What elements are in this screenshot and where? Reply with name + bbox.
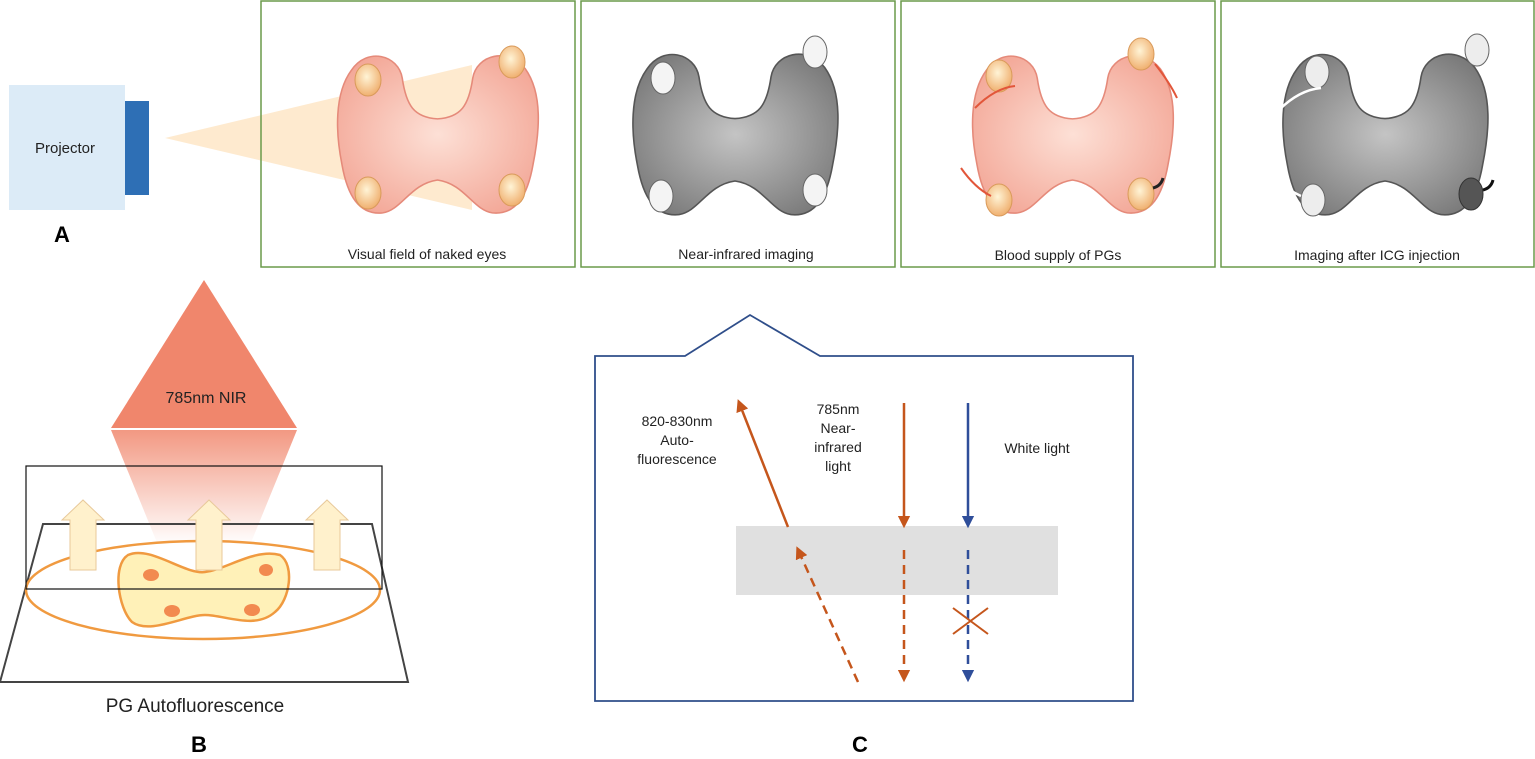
parathyroid-gland: [985, 59, 1013, 93]
white-light-label: White light: [1004, 440, 1069, 456]
panel-frame: [900, 0, 1216, 268]
projector-lens: [125, 101, 149, 195]
nir-light-fade: [111, 430, 297, 545]
blood-vessel: [1278, 86, 1322, 111]
parathyroid-gland: [354, 176, 382, 210]
panel-label-a: A: [54, 222, 70, 247]
panel-label-c: C: [852, 732, 868, 757]
parathyroid-gland: [498, 173, 526, 207]
nir-label: infrared: [814, 439, 861, 455]
blocked-cross: [952, 607, 989, 635]
blood-vessel: [1154, 63, 1178, 99]
nir-label: light: [825, 458, 851, 474]
parathyroid-gland: [1300, 183, 1326, 217]
panel-label-b: B: [191, 732, 207, 757]
panel-c: 820-830nm Auto- fluorescence 785nm Near-…: [594, 313, 1134, 757]
autofluorescence-label: 820-830nm: [642, 413, 713, 429]
pg-spot: [164, 605, 180, 617]
autofluorescence-internal-arrow: [795, 546, 860, 683]
autofluorescence-label: Auto-: [660, 432, 694, 448]
panel-b-caption: PG Autofluorescence: [106, 696, 285, 717]
pg-spot: [244, 604, 260, 616]
tissue-plane: [0, 523, 410, 683]
nir-triangle: [111, 280, 297, 428]
nir-label: 785nm: [817, 401, 860, 417]
autofluorescence-emission-arrow: [736, 399, 790, 528]
parathyroid-gland: [802, 173, 828, 207]
panel-frame: [260, 0, 576, 268]
panel-caption: Blood supply of PGs: [995, 247, 1122, 263]
panel-frame: [580, 0, 896, 268]
autofluorescence-label: fluorescence: [637, 451, 717, 467]
panel-near-infrared: Near-infrared imaging: [580, 0, 896, 268]
panel-blood-supply: Blood supply of PGs: [900, 0, 1216, 268]
tissue-layer: [736, 526, 1058, 595]
parathyroid-gland: [1304, 55, 1330, 89]
parathyroid-gland: [498, 45, 526, 79]
pg-spot: [143, 569, 159, 581]
parathyroid-gland: [1464, 33, 1490, 67]
callout-source-box: [25, 465, 383, 590]
blood-vessel: [974, 85, 1016, 109]
blood-vessel: [960, 167, 992, 197]
autofluorescence-arrow: [304, 499, 350, 571]
parathyroid-gland: [1127, 37, 1155, 71]
parathyroid-gland: [802, 35, 828, 69]
parathyroid-gland: [1127, 177, 1155, 211]
projector-body: [9, 85, 125, 210]
parathyroid-gland: [648, 179, 674, 213]
autofluorescence-arrow: [60, 499, 106, 571]
parathyroid-gland: [1458, 177, 1484, 211]
nir-triangle-label: 785nm NIR: [166, 390, 247, 407]
panel-naked-eyes: Visual field of naked eyes: [260, 0, 576, 268]
panel-b: 785nm NIR PG Autofluorescence B: [0, 280, 410, 757]
blood-vessel: [1482, 179, 1495, 192]
blood-vessel: [1486, 63, 1507, 93]
blood-vessel: [1268, 169, 1302, 198]
parathyroid-gland: [354, 63, 382, 97]
panel-caption: Visual field of naked eyes: [348, 246, 507, 262]
projector: Projector: [9, 85, 149, 210]
projector-label: Projector: [35, 140, 95, 157]
panel-icg-imaging: Imaging after ICG injection: [1220, 0, 1535, 268]
pg-spot: [259, 564, 273, 576]
parathyroid-gland: [650, 61, 676, 95]
panel-caption: Near-infrared imaging: [678, 246, 813, 262]
blood-vessel: [1152, 177, 1165, 190]
nir-label: Near-: [820, 420, 855, 436]
autofluorescence-arrow: [186, 499, 232, 571]
panel-frame: [1220, 0, 1535, 268]
panel-caption: Imaging after ICG injection: [1294, 247, 1460, 263]
parathyroid-gland: [985, 183, 1013, 217]
callout-box: [594, 313, 1134, 702]
